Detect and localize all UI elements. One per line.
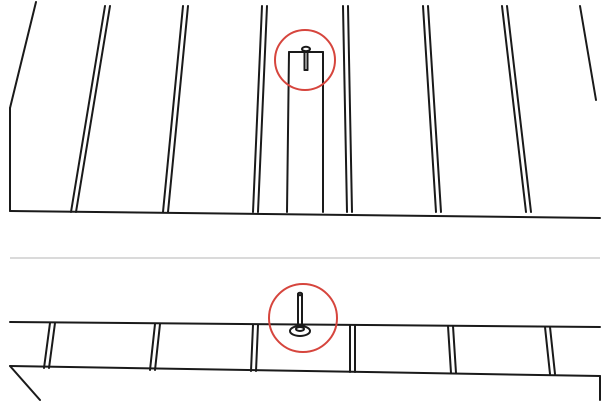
bottom-corrugation-ribs	[43, 322, 556, 375]
screw-top	[297, 291, 303, 297]
top-fascia-edge	[9, 210, 601, 219]
top-channel-strip	[286, 51, 324, 213]
top-rib	[579, 5, 597, 101]
top-rib	[75, 5, 111, 213]
screw-head	[295, 326, 305, 332]
top-corrugation-ribs	[70, 5, 597, 213]
bottom-rib	[48, 322, 56, 369]
bottom-rib	[43, 322, 51, 369]
bottom-rib	[452, 325, 457, 374]
top-rib	[427, 5, 442, 213]
top-rib	[252, 5, 263, 213]
nail-head	[301, 45, 311, 53]
top-rib	[506, 5, 532, 213]
top-rib	[162, 5, 184, 213]
top-rib	[167, 5, 189, 213]
top-rib	[257, 5, 268, 213]
bottom-rib	[149, 323, 156, 371]
bottom-fascia-top	[9, 365, 601, 377]
bottom-rib	[549, 326, 556, 375]
nail-icon	[301, 45, 311, 71]
top-rib	[501, 5, 527, 213]
screw-callout-circle	[268, 283, 338, 353]
top-rib	[70, 5, 106, 213]
channel-left-edge	[286, 51, 290, 213]
top-detail-panel	[9, 1, 601, 219]
bottom-rib	[250, 324, 254, 372]
bottom-rib	[544, 326, 551, 375]
bottom-left-corner	[9, 365, 41, 401]
top-rib	[342, 5, 348, 213]
screw-washer-icon	[289, 291, 311, 337]
top-rib	[347, 5, 353, 213]
bottom-sheet-top-edge	[9, 321, 601, 328]
bottom-rib	[255, 324, 259, 372]
nail-callout-circle	[274, 29, 336, 91]
bottom-rib	[447, 325, 452, 374]
bottom-detail-panel	[9, 283, 601, 401]
top-roof-left-edge	[9, 1, 37, 109]
top-rib	[422, 5, 437, 213]
bottom-rib	[154, 323, 161, 371]
